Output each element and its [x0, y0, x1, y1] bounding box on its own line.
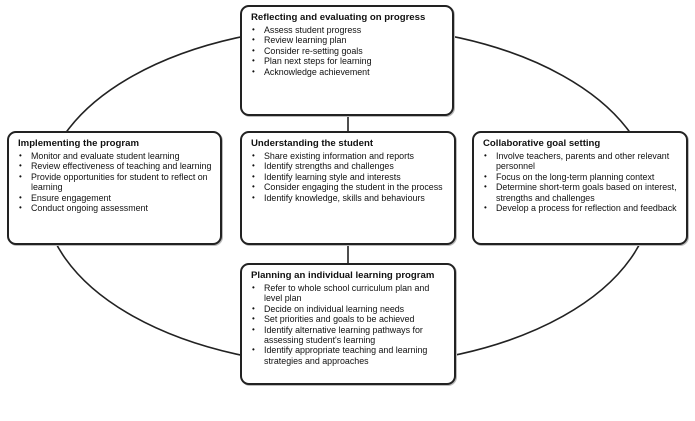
box-item-list: Assess student progress Review learning …	[251, 25, 444, 77]
list-item: Plan next steps for learning	[251, 56, 444, 67]
list-item: Refer to whole school curriculum plan an…	[251, 283, 446, 304]
list-item: Identify strengths and challenges	[251, 161, 446, 172]
list-item: Ensure engagement	[18, 193, 212, 204]
planning-learning-program-box: Planning an individual learning program …	[240, 263, 456, 385]
list-item: Set priorities and goals to be achieved	[251, 314, 446, 325]
list-item: Develop a process for reflection and fee…	[483, 203, 678, 214]
list-item: Provide opportunities for student to ref…	[18, 172, 212, 193]
box-item-list: Share existing information and reports I…	[251, 151, 446, 203]
understanding-student-box: Understanding the student Share existing…	[240, 131, 456, 245]
list-item: Identify knowledge, skills and behaviour…	[251, 193, 446, 204]
list-item: Conduct ongoing assessment	[18, 203, 212, 214]
list-item: Identify alternative learning pathways f…	[251, 325, 446, 346]
list-item: Share existing information and reports	[251, 151, 446, 162]
collaborative-goal-setting-box: Collaborative goal setting Involve teach…	[472, 131, 688, 245]
list-item: Assess student progress	[251, 25, 444, 36]
list-item: Consider engaging the student in the pro…	[251, 182, 446, 193]
list-item: Acknowledge achievement	[251, 67, 444, 78]
box-title: Implementing the program	[18, 138, 139, 149]
list-item: Identify learning style and interests	[251, 172, 446, 183]
box-title: Collaborative goal setting	[483, 138, 601, 149]
box-item-list: Involve teachers, parents and other rele…	[483, 151, 678, 214]
list-item: Determine short-term goals based on inte…	[483, 182, 678, 203]
box-title: Planning an individual learning program	[251, 270, 435, 281]
list-item: Review effectiveness of teaching and lea…	[18, 161, 212, 172]
reflecting-evaluating-box: Reflecting and evaluating on progress As…	[240, 5, 454, 116]
list-item: Consider re-setting goals	[251, 46, 444, 57]
list-item: Focus on the long-term planning context	[483, 172, 678, 183]
box-title: Reflecting and evaluating on progress	[251, 12, 426, 23]
list-item: Review learning plan	[251, 35, 444, 46]
box-title: Understanding the student	[251, 138, 374, 149]
list-item: Monitor and evaluate student learning	[18, 151, 212, 162]
implementing-program-box: Implementing the program Monitor and eva…	[7, 131, 222, 245]
list-item: Involve teachers, parents and other rele…	[483, 151, 678, 172]
list-item: Identify appropriate teaching and learni…	[251, 345, 446, 366]
box-item-list: Monitor and evaluate student learning Re…	[18, 151, 212, 214]
box-item-list: Refer to whole school curriculum plan an…	[251, 283, 446, 366]
list-item: Decide on individual learning needs	[251, 304, 446, 315]
